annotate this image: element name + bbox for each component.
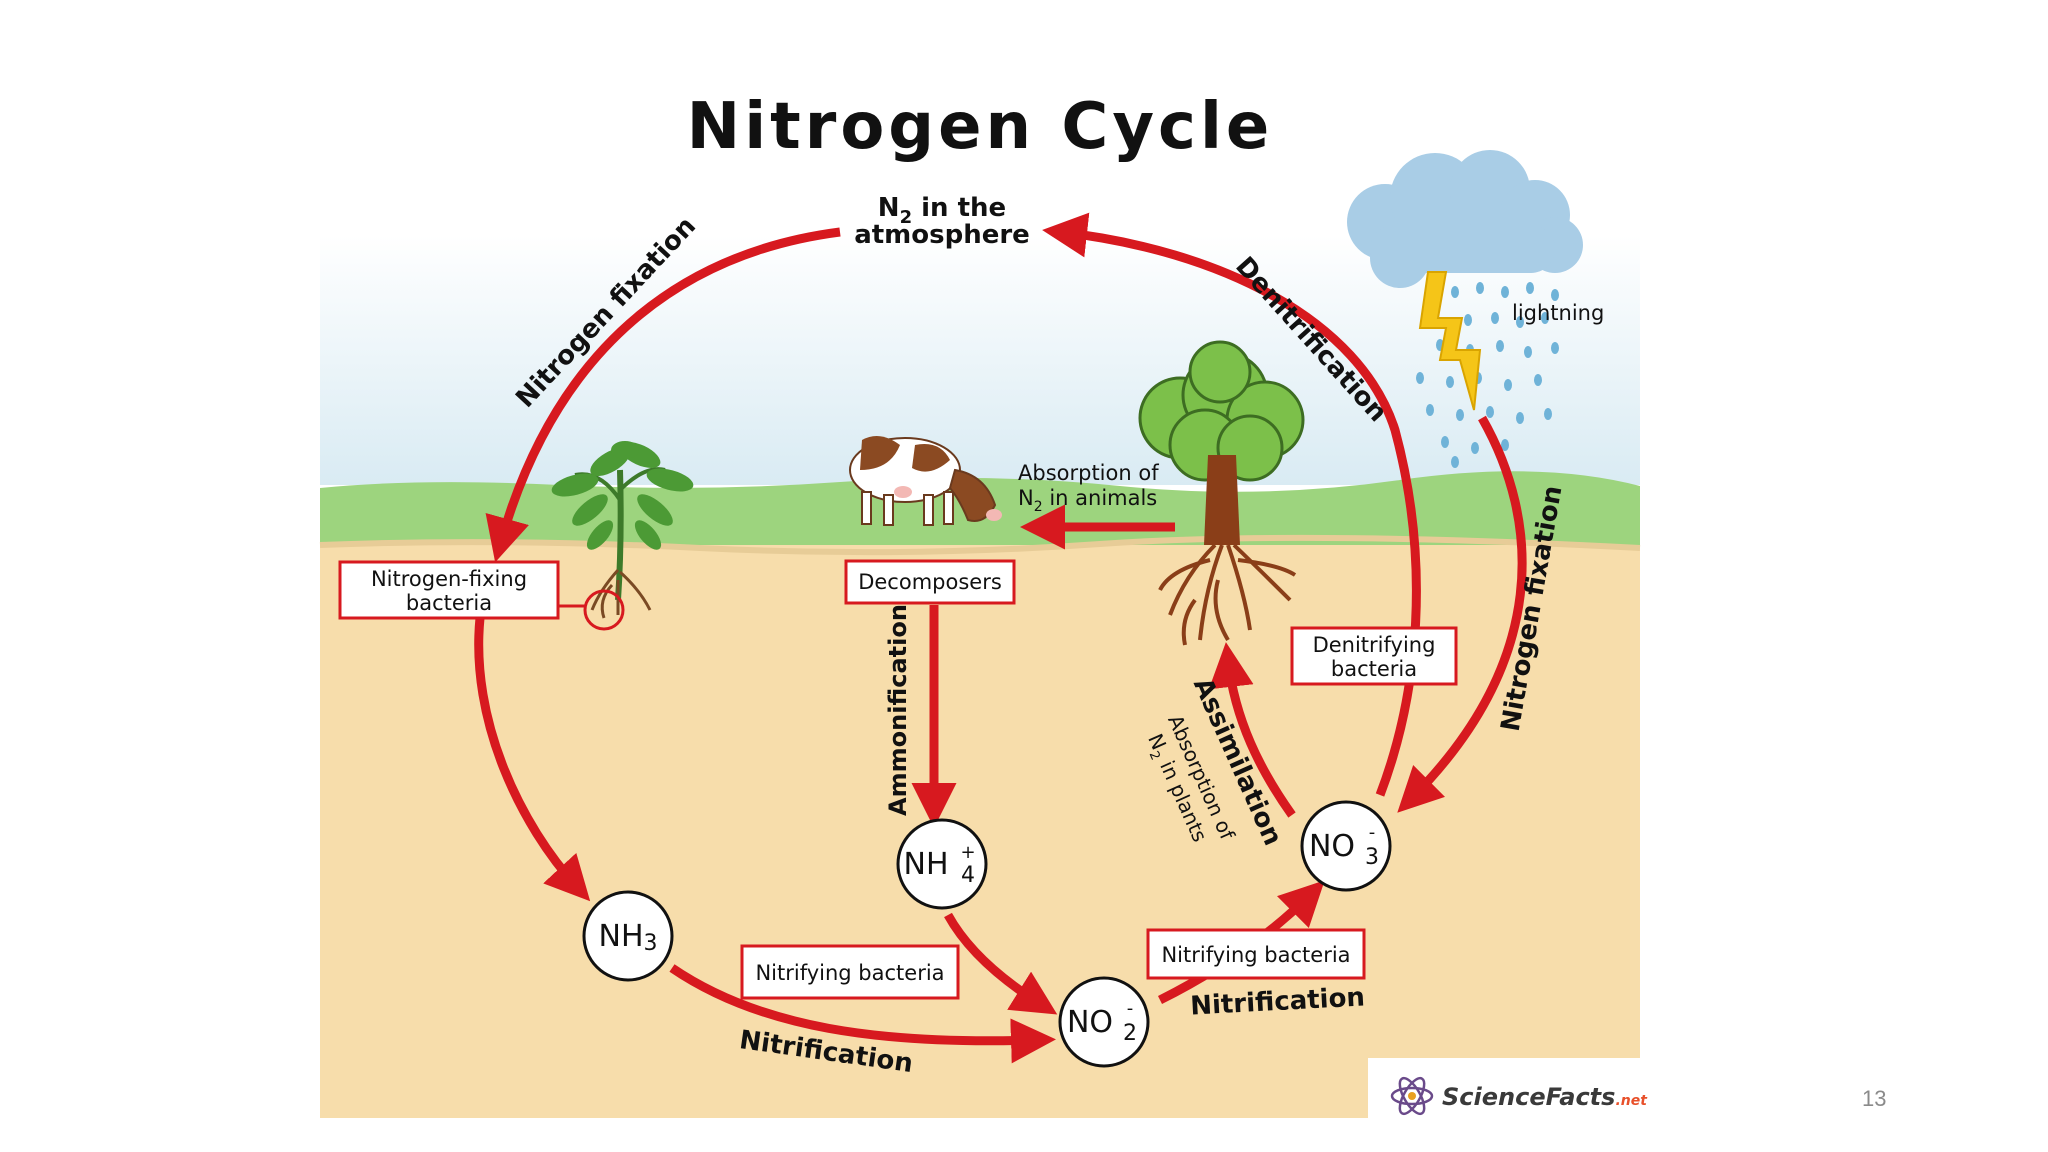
storm-cloud: lightning — [1347, 150, 1604, 468]
svg-text:4: 4 — [961, 863, 975, 888]
ion-nh4: NH + 4 — [896, 818, 988, 910]
box-nitrogen-fixing-bacteria: Nitrogen-fixing bacteria — [338, 560, 586, 620]
atmosphere-line2: atmosphere — [854, 220, 1030, 250]
cycle-arrows — [474, 212, 1527, 1064]
arrow-nitrogen-fixation-right — [1397, 415, 1527, 813]
svg-text:-: - — [1127, 998, 1134, 1019]
box-denitrifying-bacteria: Denitrifying bacteria — [1290, 626, 1458, 686]
diagram-title: Nitrogen Cycle — [687, 90, 1274, 164]
ion-no3: NO - 3 — [1300, 800, 1392, 892]
svg-text:N2 in the: N2 in the — [878, 193, 1006, 228]
svg-text:ScienceFacts.net: ScienceFacts.net — [1442, 1083, 1648, 1111]
box-nitrifying-left-label: Nitrifying bacteria — [755, 961, 944, 985]
svg-text:NO: NO — [1067, 1005, 1113, 1040]
atmosphere-n: N — [878, 193, 900, 223]
box-nitrogen-fixing-line2: bacteria — [406, 591, 492, 615]
atmosphere-label: N2 in the atmosphere — [854, 193, 1030, 250]
arrow-nh4-to-no2 — [944, 912, 1058, 1015]
lightning-icon — [1418, 271, 1482, 411]
box-denitrifying-line2: bacteria — [1331, 657, 1417, 681]
svg-text:NO: NO — [1309, 829, 1355, 864]
svg-text:+: + — [960, 842, 975, 863]
svg-text:NH: NH — [904, 847, 949, 882]
sciencefacts-logo: ScienceFacts.net — [1368, 1058, 1648, 1118]
arrow-assimilation — [1208, 642, 1296, 818]
box-nitrifying-right-label: Nitrifying bacteria — [1161, 943, 1350, 967]
plant-icon — [551, 441, 694, 631]
cow-icon — [849, 436, 1002, 526]
atom-icon — [1390, 1076, 1434, 1116]
logo-suffix: .net — [1615, 1093, 1648, 1109]
lightning-label: lightning — [1512, 301, 1604, 325]
box-nitrifying-bacteria-left: Nitrifying bacteria — [740, 944, 960, 1000]
root-nodule-highlight — [583, 589, 625, 631]
ion-nh3: NH3 — [582, 890, 674, 982]
ion-no2: NO - 2 — [1058, 976, 1150, 1068]
box-nitrogen-fixing-line1: Nitrogen-fixing — [371, 567, 527, 591]
arrow-nh3-to-no2 — [669, 964, 1056, 1064]
svg-text:-: - — [1369, 822, 1376, 843]
cloud-icon — [1347, 150, 1583, 288]
box-nitrifying-bacteria-right: Nitrifying bacteria — [1146, 928, 1366, 980]
atmosphere-subscript: 2 — [900, 207, 913, 228]
box-denitrifying-line1: Denitrifying — [1313, 633, 1436, 657]
tree-icon — [1138, 340, 1305, 646]
arrow-denitrification — [1042, 212, 1421, 797]
box-decomposers: Decomposers — [844, 559, 1016, 605]
atmosphere-suffix: in the — [912, 193, 1006, 223]
page-number: 13 — [1862, 1086, 1887, 1111]
arrow-bacteria-to-nh3 — [474, 617, 591, 902]
label-ammonification: Ammonification — [884, 604, 912, 816]
svg-text:3: 3 — [1365, 845, 1379, 870]
svg-text:NH3: NH3 — [599, 919, 658, 956]
absorption-animals-line2: N2 in animals — [1018, 486, 1157, 515]
box-decomposers-label: Decomposers — [858, 570, 1002, 594]
rain-icon — [1416, 282, 1559, 468]
svg-text:2: 2 — [1123, 1021, 1137, 1046]
logo-text: ScienceFacts — [1442, 1083, 1615, 1111]
absorption-animals-line1: Absorption of — [1018, 461, 1159, 485]
arrow-nitrogen-fixation-left — [485, 227, 841, 563]
